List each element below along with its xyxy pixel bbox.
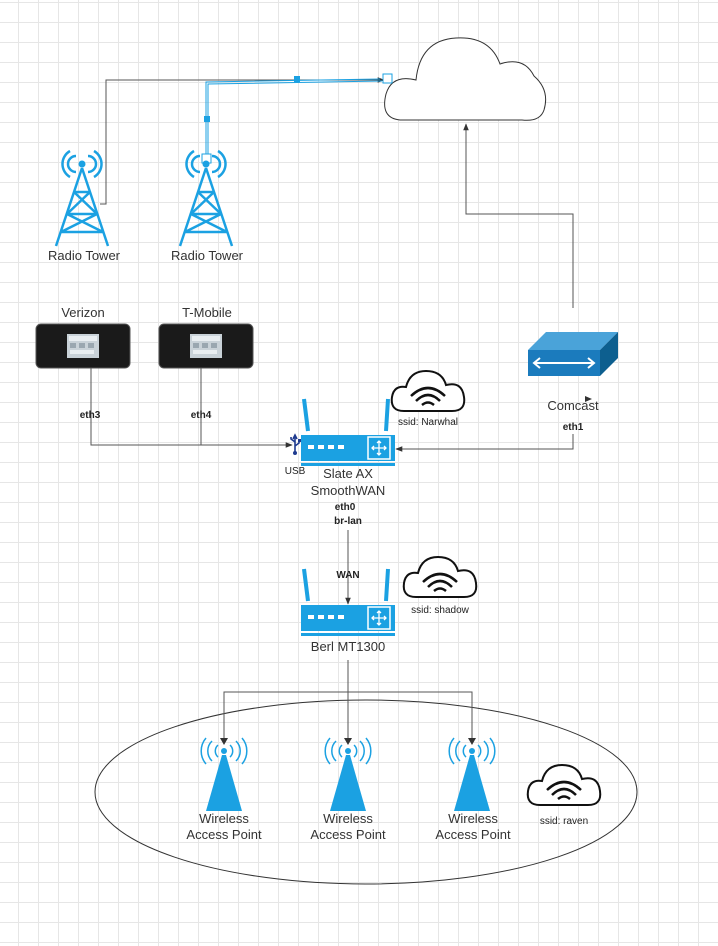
ap-label: Wireless — [323, 811, 373, 826]
eth4-link — [200, 368, 284, 446]
mobile-hotspot-icon — [158, 323, 254, 369]
ssid-shadow: ssid: shadow — [411, 605, 470, 616]
wan-label: WAN — [336, 570, 359, 581]
eth4-label: eth4 — [191, 410, 212, 421]
eth3-link — [90, 368, 293, 448]
eth0-label: eth0 — [335, 502, 356, 513]
tmobile-label: T-Mobile — [182, 305, 232, 320]
brlan-label: br-lan — [334, 516, 362, 527]
tower1-uplink — [100, 77, 385, 205]
verizon-label: Verizon — [61, 305, 104, 320]
wifi-cloud-icon — [402, 555, 478, 599]
mobile-hotspot-icon — [35, 323, 131, 369]
ap-group-ellipse — [94, 699, 638, 885]
router2-name: Berl MT1300 — [311, 639, 385, 654]
tower2-uplink — [205, 78, 381, 156]
router1-name: Slate AX — [323, 466, 373, 481]
tower-label: Radio Tower — [171, 248, 244, 263]
wifi-cloud-icon — [526, 763, 602, 807]
ap-label: Wireless — [448, 811, 498, 826]
ssid-narwhal: ssid: Narwhal — [398, 417, 458, 428]
access-point-icon — [200, 737, 248, 812]
router1-name-line2: SmoothWAN — [311, 483, 386, 498]
ap-label-line2: Access Point — [435, 827, 511, 842]
eth1-link — [395, 434, 574, 452]
ssid-raven: ssid: raven — [540, 816, 588, 827]
ap-label-line2: Access Point — [186, 827, 262, 842]
radio-tower-icon — [54, 149, 110, 248]
usb-label: USB — [285, 466, 306, 477]
eth1-label: eth1 — [563, 422, 584, 433]
cable-modem-icon — [528, 332, 618, 376]
eth3-label: eth3 — [80, 410, 101, 421]
radio-tower-icon — [178, 149, 234, 248]
ap-distribution — [223, 660, 473, 744]
wifi-cloud-icon — [390, 369, 466, 413]
access-point-icon — [324, 737, 372, 812]
comcast-label: Comcast — [547, 398, 599, 413]
ap-label: Wireless — [199, 811, 249, 826]
slate-ax-router-icon — [299, 397, 397, 468]
access-point-icon — [448, 737, 496, 812]
ap-label-line2: Access Point — [310, 827, 386, 842]
usb-icon — [290, 433, 301, 455]
modem-uplink — [463, 123, 574, 308]
tower-label: Radio Tower — [48, 248, 121, 263]
internet-cloud-icon — [384, 37, 547, 121]
